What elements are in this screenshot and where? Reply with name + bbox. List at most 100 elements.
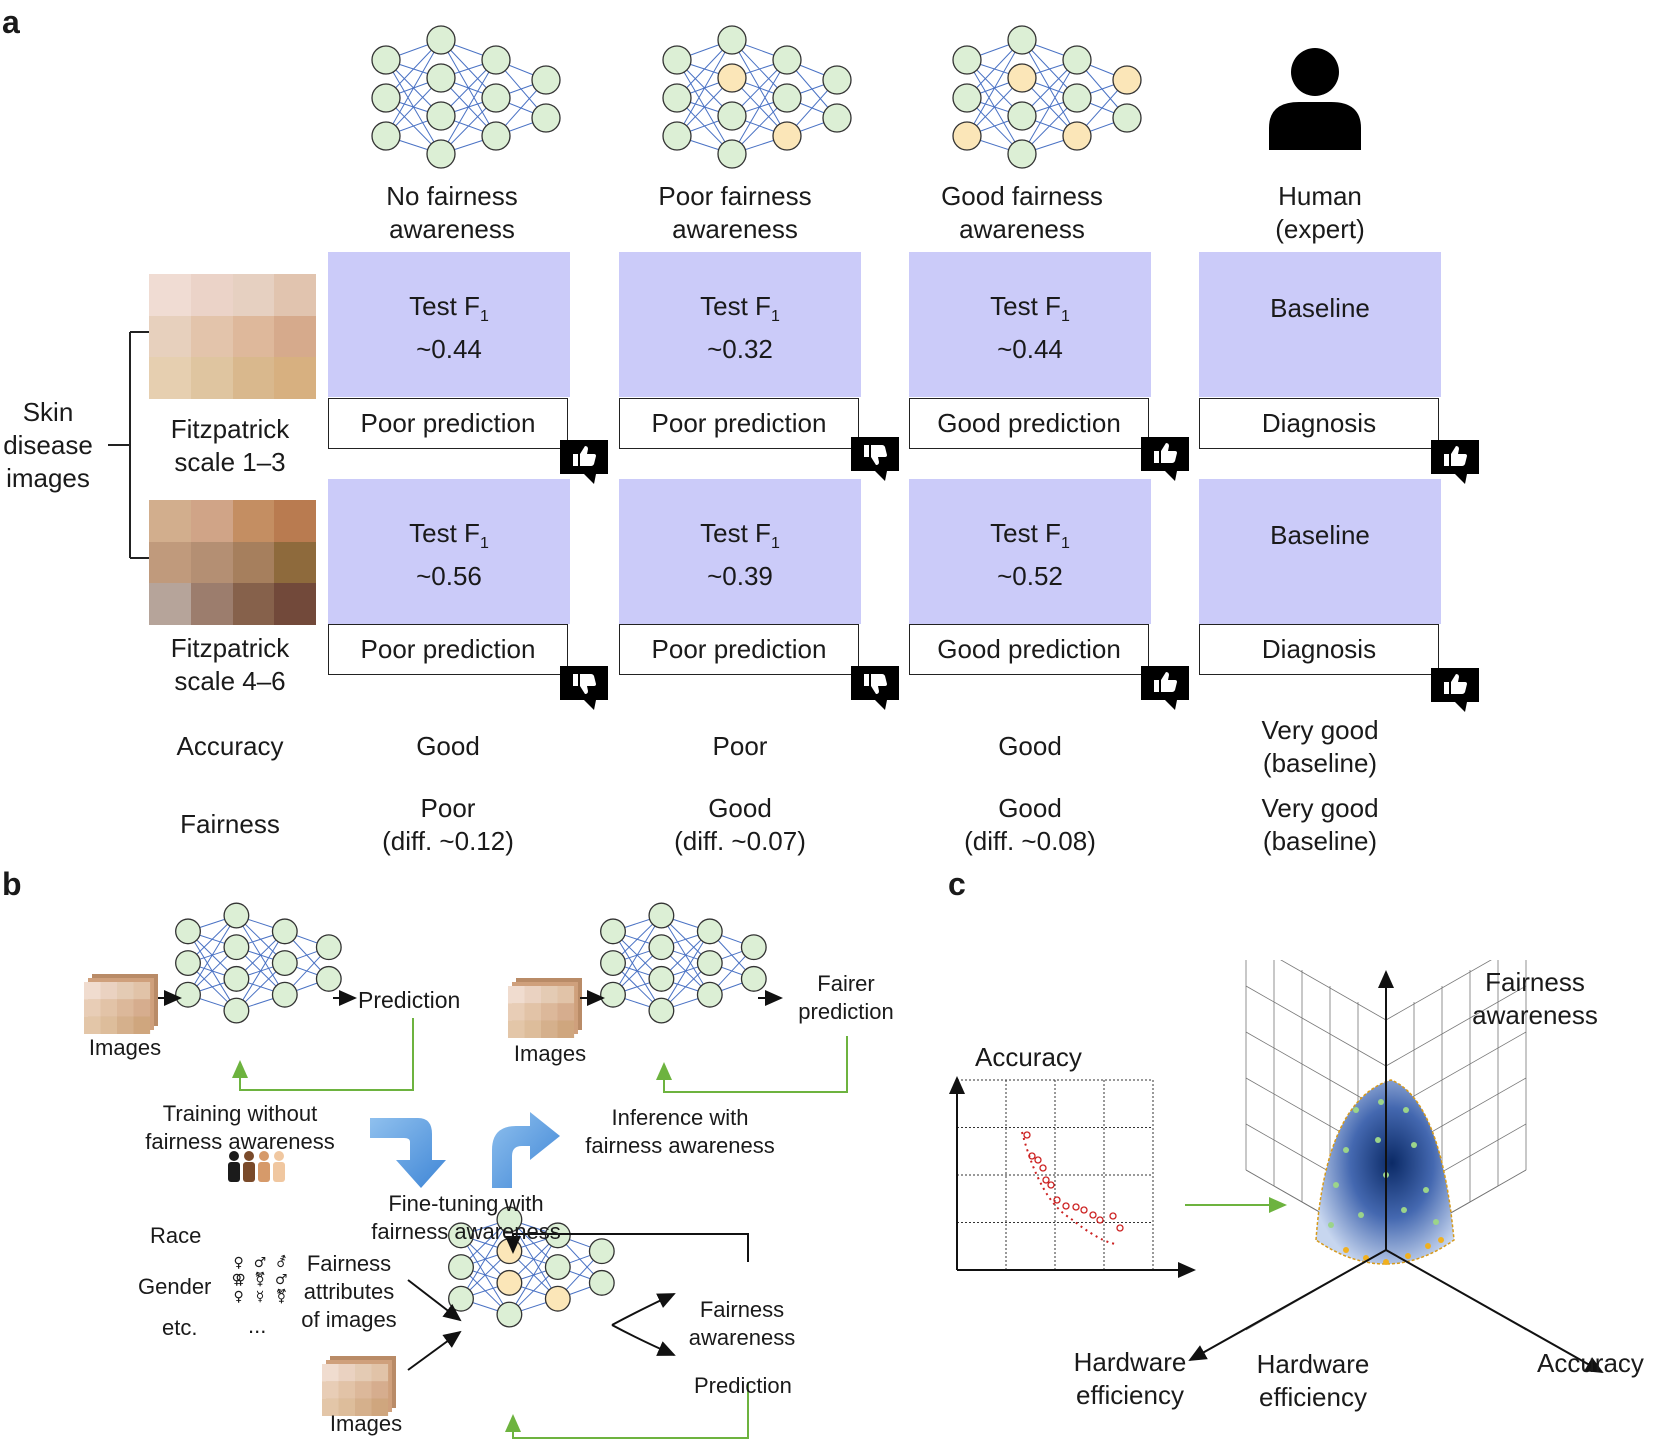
- network-node: [426, 63, 456, 93]
- result-box-r1-c1: Test F1~0.44: [328, 252, 570, 397]
- result-box-r2-c1: Test F1~0.56: [328, 479, 570, 624]
- gender-symbol-icon: ⚧: [254, 1272, 266, 1288]
- feedback-arrow: [505, 1382, 749, 1439]
- network-node: [1007, 139, 1037, 169]
- network-node: [544, 1285, 571, 1312]
- network-node: [772, 121, 802, 151]
- surface-point: [1328, 1222, 1334, 1228]
- network-node: [696, 981, 723, 1008]
- network-node: [544, 1222, 571, 1249]
- pareto-point: [1072, 1203, 1080, 1211]
- up-curve-arrow: [492, 1112, 560, 1188]
- arrow: [407, 1279, 462, 1322]
- thumbs-down-icon: [851, 666, 899, 710]
- gender-symbol-icon: ⚦: [275, 1255, 288, 1271]
- network-node: [662, 83, 692, 113]
- network-node: [648, 965, 675, 992]
- etc-label: etc.: [162, 1315, 198, 1340]
- network-node: [600, 950, 626, 977]
- network-node: [481, 121, 511, 151]
- network-node: [426, 25, 456, 55]
- pareto-point: [1023, 1131, 1031, 1139]
- race-label: Race: [150, 1223, 202, 1248]
- network-node: [588, 1269, 615, 1296]
- pareto-point: [1089, 1211, 1097, 1219]
- panel-a-network-icons: [371, 25, 1142, 169]
- prediction-box-r1-c3: Good prediction: [909, 398, 1149, 449]
- fairness-human: Very good(baseline): [1261, 793, 1379, 856]
- gender-symbol-icon: ☿: [255, 1289, 265, 1305]
- accuracy-good-fairness: Good: [998, 731, 1062, 761]
- network-node: [496, 1301, 523, 1328]
- skin-swatch-light: [149, 274, 316, 399]
- accuracy-axis-label-2d: Accuracy: [975, 1042, 1082, 1072]
- result-box-r2-c3: Test F1~0.52: [909, 479, 1151, 624]
- network-node: [223, 965, 250, 992]
- surface-point: [1405, 1253, 1411, 1259]
- surface-point: [1433, 1219, 1439, 1225]
- network-node: [371, 83, 401, 113]
- fairness-poor-fairness: Good(diff. ~0.07): [674, 793, 806, 856]
- network-node: [717, 63, 747, 93]
- network-node: [1062, 121, 1092, 151]
- panel-label-c: c: [948, 866, 966, 902]
- network-node: [717, 139, 747, 169]
- fairness-good-fairness: Good(diff. ~0.08): [964, 793, 1096, 856]
- network-node: [1062, 83, 1092, 113]
- result-box-r2-c4: Baseline: [1199, 479, 1441, 624]
- accuracy-no-fairness: Good: [416, 731, 480, 761]
- pareto-chart-2d: [949, 1076, 1196, 1278]
- pareto-point: [1116, 1224, 1124, 1232]
- thumbs-up-icon: [1431, 668, 1479, 712]
- pareto-point: [1028, 1152, 1036, 1160]
- network-node: [648, 997, 675, 1024]
- pareto-point: [1096, 1216, 1104, 1224]
- surface-point: [1383, 1259, 1389, 1265]
- gender-symbol-icon: ♀: [233, 1289, 244, 1305]
- network-node: [696, 918, 723, 945]
- accuracy-poor-fairness: Poor: [712, 731, 768, 761]
- network-node: [696, 950, 723, 977]
- prediction-box-r2-c3: Good prediction: [909, 624, 1149, 675]
- pareto-point: [1109, 1212, 1117, 1220]
- network-node: [223, 902, 250, 929]
- gender-symbols-icon: ♀♂⚦⚢⚧♂♀☿⚧: [228, 1255, 292, 1306]
- network-node: [588, 1238, 615, 1265]
- prediction-box-r1-c1: Poor prediction: [328, 398, 568, 449]
- network-node: [600, 918, 626, 945]
- network-node: [952, 83, 982, 113]
- gender-symbol-icon: ⚢: [231, 1272, 246, 1288]
- network-node: [315, 965, 342, 992]
- network-node: [426, 101, 456, 131]
- network-node: [1007, 63, 1037, 93]
- prediction-label: Prediction: [358, 987, 461, 1013]
- panel-c-diagram: [949, 960, 1604, 1373]
- gender-symbol-icon: ⚧: [275, 1289, 288, 1305]
- images-label-3: Images: [329, 1411, 403, 1436]
- result-box-r1-c3: Test F1~0.44: [909, 252, 1151, 397]
- panel-b-diagram: [84, 902, 848, 1439]
- surface-point: [1343, 1247, 1349, 1253]
- col-title-human: Human(expert): [1275, 181, 1365, 244]
- feedback-arrow: [505, 1233, 749, 1262]
- network-node: [271, 918, 298, 945]
- network-node: [952, 121, 982, 151]
- thumbs-up-icon: [1431, 440, 1479, 484]
- prediction-output-label: Prediction: [694, 1373, 792, 1398]
- network-node: [740, 934, 767, 961]
- fairness-no-fairness: Poor(diff. ~0.12): [382, 793, 514, 856]
- diagnosis-box-r2: Diagnosis: [1199, 624, 1439, 675]
- result-box-r2-c2: Test F1~0.39: [619, 479, 861, 624]
- network-node: [717, 25, 747, 55]
- network-node: [1112, 103, 1142, 133]
- down-curve-arrow: [370, 1118, 446, 1188]
- panel-label-b: b: [2, 866, 22, 902]
- prediction-box-r2-c2: Poor prediction: [619, 624, 859, 675]
